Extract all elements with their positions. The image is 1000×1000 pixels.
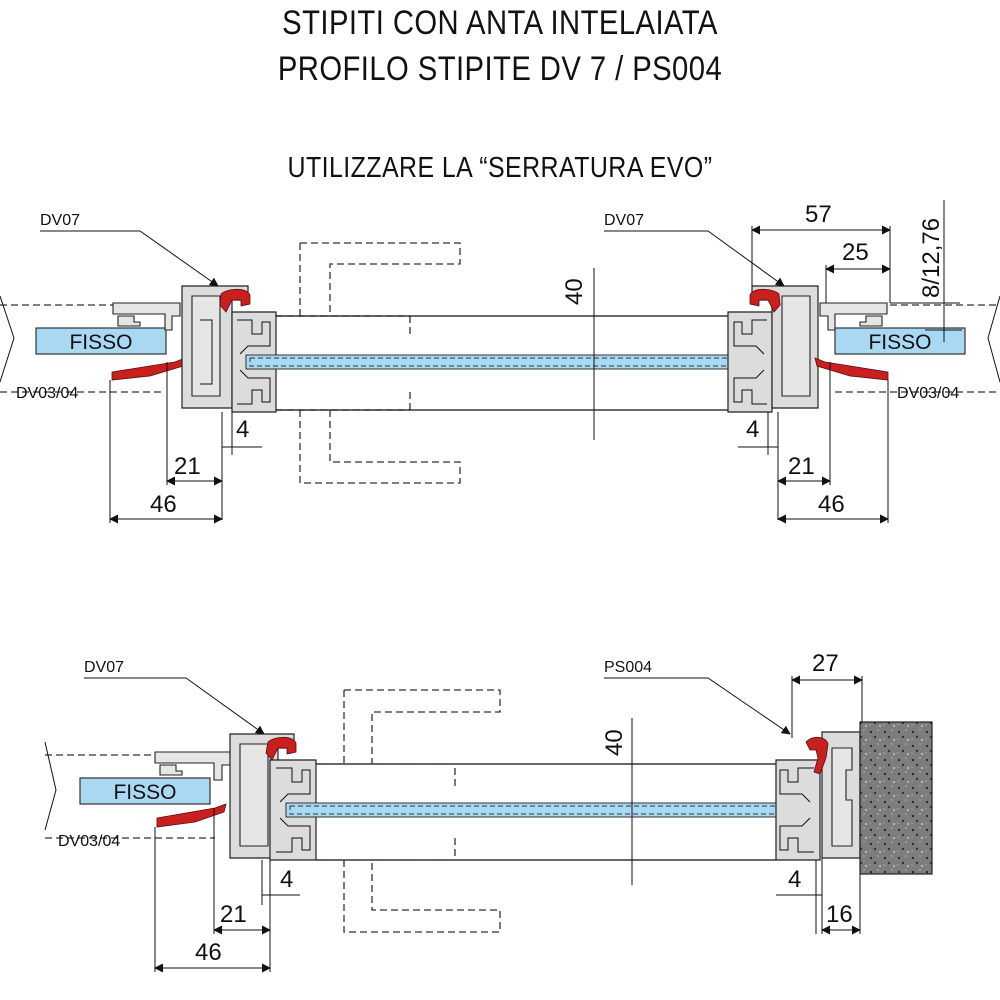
- concrete-wall: [859, 721, 933, 875]
- top-left-dim-21: 21: [174, 453, 201, 480]
- ps004-chamber: [831, 747, 853, 847]
- left-dv07-gasket: [219, 288, 251, 313]
- top-right-dv03-label: DV03/04: [897, 385, 959, 402]
- bottom-left-dv07-leader: [84, 677, 265, 735]
- bottom-right-sash-detail: [779, 767, 814, 853]
- bottom-left-dim-extensions: [154, 808, 271, 972]
- bottom-left-wall-outline: [45, 754, 215, 839]
- top-left-dv03-label: DV03/04: [16, 385, 78, 402]
- bottom-leaf-dash: [316, 763, 456, 861]
- top-left-dim-extensions: [109, 362, 233, 523]
- right-dv03-frame: [819, 302, 888, 331]
- top-diagram: FISSO: [0, 200, 1000, 524]
- bottom-diagram: FISSO: [44, 650, 933, 973]
- top-left-dim-4: 4: [236, 416, 249, 443]
- left-dv07-inner: [200, 319, 213, 385]
- ps004-gasket: [805, 736, 829, 775]
- bottom-right-sash-profile: [775, 759, 821, 861]
- left-fixed-glass: [35, 327, 167, 355]
- bottom-dim-40-text: 40: [601, 729, 628, 756]
- ps004-leader: [604, 677, 791, 735]
- center-leaf-outline: [276, 315, 728, 411]
- bottom-glass-inner: [289, 805, 805, 815]
- left-dv03-clip: [117, 315, 141, 327]
- right-dv07-gasket: [749, 288, 781, 313]
- top-glass-inner: [249, 357, 749, 367]
- bottom-left-fixed-glass: [79, 777, 211, 805]
- bottom-left-dv03-label: DV03/04: [58, 833, 120, 850]
- top-right-dim-21: 21: [788, 453, 815, 480]
- handle-bottom-dashed: [299, 410, 461, 484]
- right-break-mark: [987, 295, 1000, 383]
- title-line-3: UTILIZZARE LA “SERRATURA EVO”: [287, 152, 713, 184]
- bottom-left-dv07-chamber: [239, 743, 269, 847]
- right-dv03-clip: [859, 315, 883, 327]
- bottom-left-dim-21: 21: [220, 901, 247, 928]
- top-dim-40-line: [586, 268, 602, 440]
- left-dv07-chamber: [191, 295, 221, 397]
- right-sash-detail: [733, 319, 767, 405]
- top-right-dv07-leader: [604, 230, 785, 287]
- bottom-left-dim-46: 46: [195, 939, 222, 966]
- top-left-dv07-leader: [40, 230, 219, 287]
- left-sash-detail: [237, 319, 271, 405]
- right-dv07-chamber: [781, 295, 811, 397]
- title-line-2: PROFILO STIPITE DV 7 / PS004: [277, 50, 723, 88]
- bottom-left-dv03-gasket: [156, 803, 227, 828]
- left-dv03-frame: [112, 302, 181, 331]
- ps004-label: PS004: [604, 659, 652, 676]
- bottom-right-dim-16: 16: [826, 901, 853, 928]
- top-right-dim-extensions: [767, 362, 889, 523]
- bottom-right-dim-extensions: [815, 858, 861, 934]
- right-fixed-label: FISSO: [868, 331, 931, 354]
- bottom-leaf-outline: [316, 763, 776, 861]
- bottom-right-dim-27: 27: [812, 650, 839, 677]
- bottom-dim-40-line: [624, 718, 640, 885]
- right-sash-profile: [727, 311, 773, 413]
- top-left-dv07-label: DV07: [40, 212, 80, 229]
- top-right-dim-8-line: [890, 200, 962, 342]
- right-fixed-glass: [834, 327, 966, 355]
- bottom-right-dim-4: 4: [788, 866, 801, 893]
- bottom-left-dim-4: 4: [280, 866, 293, 893]
- left-dv03-gasket: [111, 357, 186, 381]
- top-glass-pane: [245, 354, 753, 370]
- title-line-1: STIPITI CON ANTA INTELAIATA: [282, 4, 718, 42]
- bottom-left-fixed-label: FISSO: [113, 781, 176, 804]
- top-right-dv07-label: DV07: [604, 212, 644, 229]
- top-right-dim-4: 4: [746, 416, 759, 443]
- bottom-left-sash-detail: [276, 767, 311, 853]
- bottom-handle-top-dashed: [343, 689, 501, 764]
- top-right-dim-57: 57: [805, 201, 832, 228]
- top-left-dim-46: 46: [150, 491, 177, 518]
- right-dv03-gasket: [814, 357, 889, 381]
- top-right-dim-25: 25: [842, 239, 869, 266]
- top-right-dim-46: 46: [818, 491, 845, 518]
- left-break-mark: [0, 295, 15, 383]
- bottom-glass-pane: [285, 802, 809, 818]
- handle-top-dashed: [299, 242, 461, 316]
- left-fixed-label: FISSO: [69, 331, 132, 354]
- bottom-left-dv07-label: DV07: [84, 659, 124, 676]
- bottom-left-dv07-gasket: [265, 736, 297, 761]
- bottom-left-break-mark: [44, 741, 57, 831]
- top-right-dim-8-12-76: 8/12,76: [918, 218, 945, 298]
- bottom-left-dv03-clip: [159, 764, 183, 776]
- bottom-handle-bottom-dashed: [343, 860, 501, 933]
- top-dim-40-text: 40: [561, 278, 588, 305]
- bottom-right-dim-27-extensions: [791, 676, 863, 738]
